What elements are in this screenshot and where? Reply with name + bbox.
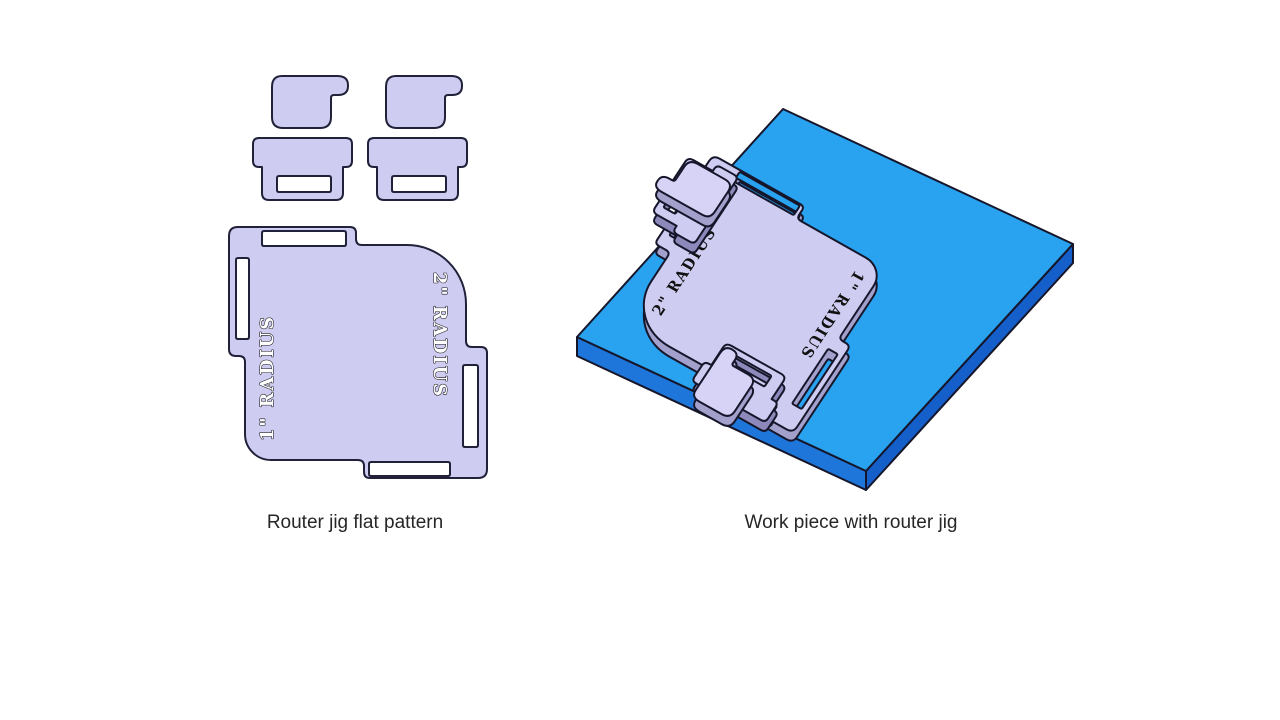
flat-pattern-figure: 1" RADIUS 2" RADIUS <box>228 75 488 479</box>
flat-clamp-piece-2 <box>367 137 468 201</box>
flat-label-2in-radius: 2" RADIUS <box>429 272 450 398</box>
caption-flat-pattern: Router jig flat pattern <box>266 512 444 533</box>
flat-label-1in-radius: 1" RADIUS <box>257 315 278 441</box>
caption-work-piece: Work piece with router jig <box>744 512 958 533</box>
flat-clamp-piece-1 <box>252 137 353 201</box>
flat-small-tab-piece-1 <box>271 75 349 129</box>
flat-small-tab-piece-2 <box>385 75 463 129</box>
iso-figure: 2" RADIUS 1" RADIUS <box>576 108 1074 491</box>
